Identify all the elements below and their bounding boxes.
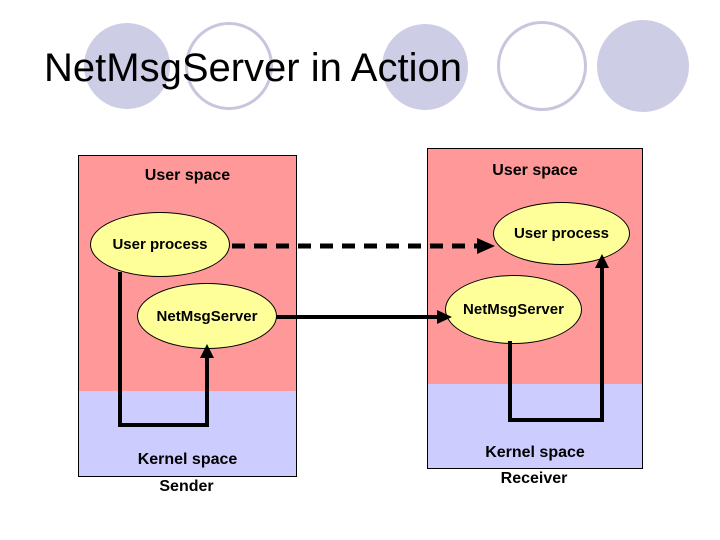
receiver-netmsgserver-label: NetMsgServer — [463, 301, 564, 318]
decor-circle-filled-icon — [382, 24, 468, 110]
decor-circle-outline-icon — [497, 21, 587, 111]
sender-kernel-space-label: Kernel space — [137, 451, 238, 468]
receiver-netmsgserver-node: NetMsgServer — [445, 275, 582, 344]
decor-circle-filled-icon — [597, 20, 689, 112]
decor-circle-filled-icon — [84, 23, 170, 109]
sender-user-process-label: User process — [112, 236, 208, 253]
sender-netmsgserver-label: NetMsgServer — [156, 307, 258, 325]
receiver-user-space-label: User space — [492, 162, 578, 179]
decor-circle-outline-icon — [185, 22, 273, 110]
sender-user-space-label: User space — [144, 167, 231, 184]
sender-caption: Sender — [159, 478, 214, 495]
slide-title: NetMsgServer in Action — [44, 46, 462, 90]
receiver-user-process-label: User process — [513, 225, 610, 242]
receiver-caption: Receiver — [500, 470, 568, 487]
netmsgserver-solid-arrow — [276, 310, 452, 324]
receiver-user-space-region — [428, 149, 642, 384]
sender-user-process-node: User process — [90, 212, 230, 277]
sender-netmsgserver-node: NetMsgServer — [137, 283, 277, 349]
receiver-kernel-space-label: Kernel space — [485, 444, 585, 461]
receiver-user-process-node: User process — [493, 202, 630, 265]
